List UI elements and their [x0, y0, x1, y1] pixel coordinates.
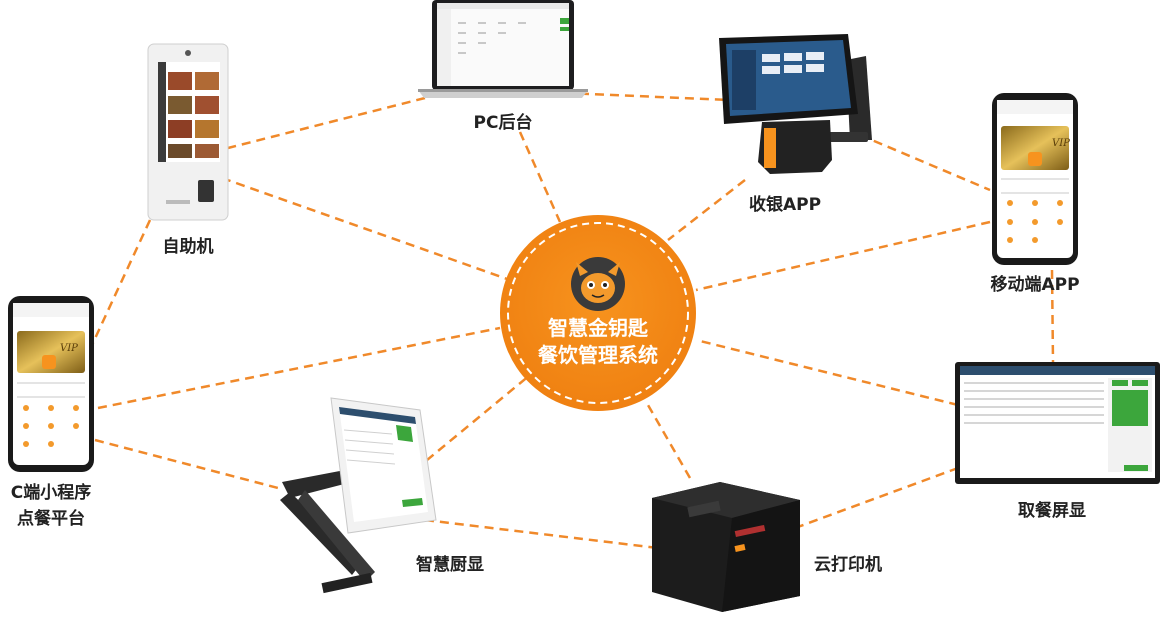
self-service-kiosk [147, 43, 229, 221]
spoke-kitchen [414, 374, 531, 471]
connector-miniapp-kitchen [94, 438, 279, 490]
spoke-miniapp [97, 326, 501, 410]
connector-printer-pickup [794, 466, 959, 530]
mobile-vip-text: VIP [1052, 138, 1070, 149]
label-kiosk: 自助机 [163, 236, 214, 257]
mobile-app-phone: VIP [992, 93, 1078, 265]
label-cashier: 收银APP [749, 194, 821, 215]
pickup-display-monitor [955, 362, 1160, 484]
miniapp-phone: VIP [8, 296, 94, 472]
spoke-pickup [695, 338, 959, 407]
hub-title-line1: 智慧金钥匙 [548, 316, 649, 340]
hub-title-line2: 餐饮管理系统 [538, 343, 658, 367]
label-pc: PC后台 [474, 112, 533, 133]
spoke-kiosk [221, 176, 511, 282]
label-mobile: 移动端APP [990, 274, 1079, 295]
connector-kiosk-miniapp [90, 219, 152, 346]
pc-backend-laptop [418, 0, 588, 98]
connector-pc-cashier [564, 91, 731, 102]
connector-mobile-pickup [1050, 269, 1055, 363]
cashier-pos-terminal [719, 34, 872, 174]
connector-cashier-mobile [859, 133, 991, 192]
spoke-cashier [667, 179, 746, 241]
spoke-printer [646, 404, 692, 479]
miniapp-vip-text: VIP [60, 343, 78, 354]
mascot-logo-icon [571, 257, 625, 311]
label-miniapp-line2: 点餐平台 [17, 508, 85, 529]
label-kitchen: 智慧厨显 [416, 554, 484, 575]
label-pickup: 取餐屏显 [1018, 500, 1086, 521]
connector-pc-kiosk [227, 96, 426, 150]
cloud-printer [652, 482, 800, 612]
spoke-pc [518, 131, 562, 223]
label-miniapp-line1: C端小程序 [11, 482, 91, 503]
kitchen-display [280, 397, 437, 594]
hub [500, 215, 696, 411]
label-printer: 云打印机 [814, 554, 882, 575]
spoke-mobile [695, 220, 991, 292]
connector-kitchen-printer [424, 518, 659, 550]
connector-lines [90, 91, 1055, 550]
